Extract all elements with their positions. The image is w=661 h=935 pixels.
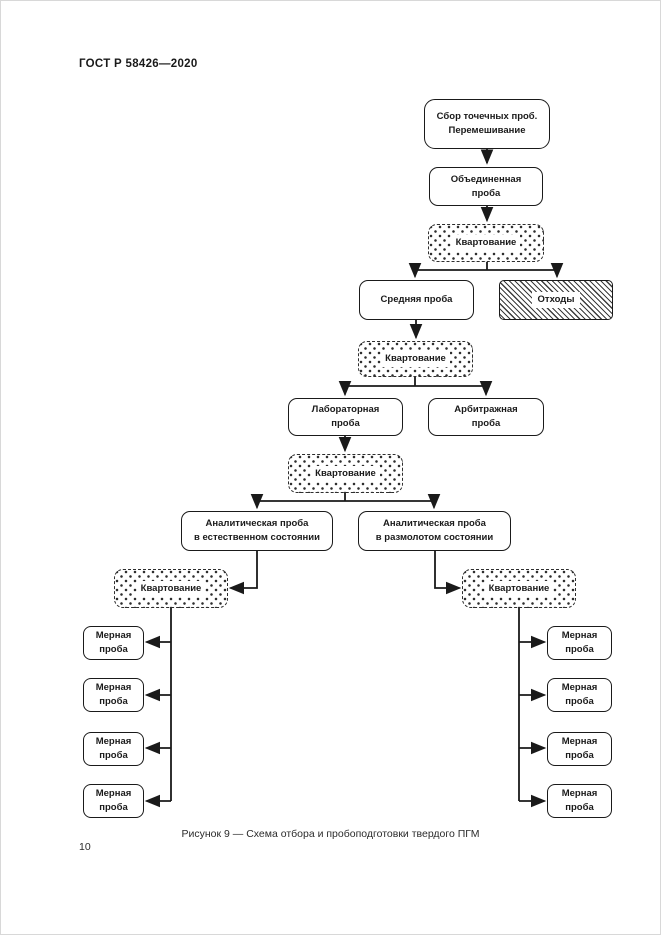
node-quartering-2: Квартование — [358, 341, 473, 377]
doc-header: ГОСТ Р 58426—2020 — [79, 58, 198, 70]
node-label: Мерная проба — [95, 736, 132, 761]
node-quartering-right: Квартование — [462, 569, 576, 608]
node-measured-sample: Мерная проба — [547, 784, 612, 818]
node-measured-sample: Мерная проба — [83, 784, 144, 818]
node-collect-point-samples: Сбор точечных проб. Перемешивание — [424, 99, 550, 149]
node-label: Объединенная проба — [450, 173, 522, 199]
node-label: Мерная проба — [561, 630, 598, 655]
node-average-sample: Средняя проба — [359, 280, 474, 320]
node-label: Квартование — [311, 465, 380, 482]
node-measured-sample: Мерная проба — [83, 732, 144, 766]
node-label: Мерная проба — [95, 788, 132, 813]
node-label: Мерная проба — [95, 682, 132, 707]
node-arbitration-sample: Арбитражная проба — [428, 398, 544, 436]
node-label: Лабораторная проба — [311, 404, 380, 429]
node-measured-sample: Мерная проба — [547, 626, 612, 660]
node-label: Квартование — [136, 580, 206, 597]
node-label: Мерная проба — [561, 736, 598, 761]
node-combined-sample: Объединенная проба — [429, 167, 543, 206]
node-measured-sample: Мерная проба — [83, 626, 144, 660]
node-label: Аналитическая проба в естественном состо… — [194, 518, 320, 543]
node-laboratory-sample: Лабораторная проба — [288, 398, 403, 436]
node-measured-sample: Мерная проба — [547, 678, 612, 712]
node-quartering-1: Квартование — [428, 224, 544, 262]
node-analytical-natural-sample: Аналитическая проба в естественном состо… — [181, 511, 333, 551]
node-measured-sample: Мерная проба — [83, 678, 144, 712]
node-quartering-3: Квартование — [288, 454, 403, 493]
node-label: Квартование — [381, 351, 450, 367]
node-label: Квартование — [484, 580, 554, 597]
node-waste: Отходы — [499, 280, 613, 320]
node-label: Аналитическая проба в размолотом состоян… — [375, 518, 494, 543]
node-quartering-left: Квартование — [114, 569, 228, 608]
figure-caption: Рисунок 9 — Схема отбора и пробоподготов… — [181, 828, 480, 840]
node-label: Мерная проба — [561, 682, 598, 707]
node-label: Сбор точечных проб. Перемешивание — [436, 111, 538, 136]
node-label: Квартование — [451, 235, 521, 251]
node-label: Средняя проба — [380, 294, 453, 306]
node-measured-sample: Мерная проба — [547, 732, 612, 766]
page-number: 10 — [79, 841, 91, 853]
node-label: Отходы — [531, 292, 581, 308]
connector-group — [144, 149, 564, 808]
node-label: Арбитражная проба — [454, 404, 518, 429]
node-analytical-ground-sample: Аналитическая проба в размолотом состоян… — [358, 511, 511, 551]
node-label: Мерная проба — [95, 630, 132, 655]
node-label: Мерная проба — [561, 788, 598, 813]
